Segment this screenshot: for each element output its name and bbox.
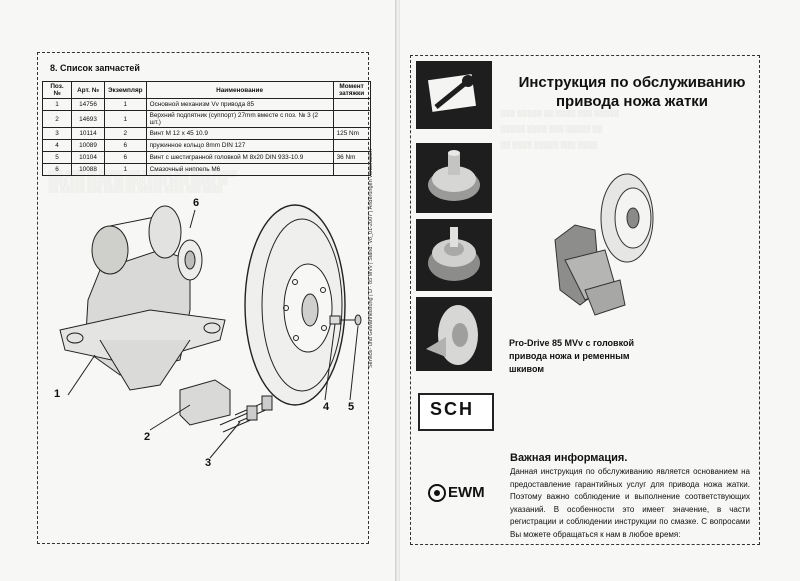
col-header-torque: Момент затяжки [332,81,371,99]
cell-qty: 6 [104,139,147,152]
drive-photo-1 [416,143,492,213]
cell-name: Основной механизм Vv привода 85 [145,98,334,111]
col-header-name: Наименование [145,81,334,99]
gearbox-image-2 [428,227,480,281]
left-page-frame [37,52,369,544]
gearbox-image-1 [428,150,480,201]
cell-qty: 1 [104,110,147,128]
cell-pos: 4 [42,139,72,152]
callout-1: 1 [54,388,61,400]
cell-name: пружинное кольцо 8mm DIN 127 [145,139,334,152]
table-row: 2 14693 1 Верхний подпятник (суппорт) 27… [42,110,371,128]
ewm-logo: EWM [428,482,498,504]
important-title: Важная информация. [510,452,628,464]
cell-name: Верхний подпятник (суппорт) 27mm вместе … [145,110,334,128]
table-row: 6 10088 1 Смазочный ниппель М6 [42,163,371,176]
cell-art: 10104 [71,151,105,164]
cell-name: Смазочный ниппель М6 [145,163,334,176]
cell-qty: 1 [104,163,147,176]
instruction-title: Инструкция по обслуживанию привода ножа … [512,73,752,111]
wrench-manual-icon [427,74,477,112]
cell-art: 10089 [71,139,105,152]
cell-qty: 1 [104,98,147,111]
ewm-logo-text: EWM [448,484,485,501]
cell-qty: 2 [104,127,147,140]
parts-list-title: 8. Список запчастей [50,63,140,73]
page-fold [395,0,401,581]
col-header-pos: Поз. № [42,81,72,99]
title-line-1: Инструкция по обслуживанию [518,74,746,91]
cell-pos: 1 [42,98,72,111]
drive-photo-3 [416,297,492,371]
bleed-through-text: ░░░ ░░░░░ ░░ ░░░░ ░░░ ░░░░░░░░░░ ░░░░ ░░… [500,110,619,149]
sch-logo: SCH [418,393,494,431]
callout-3: 3 [205,457,212,469]
table-row: 5 10104 6 Винт с шестигранной головкой М… [42,151,371,164]
parts-table-header: Поз. № Арт. № Экземпляр Наименование Мом… [42,81,371,99]
cell-torque [332,139,371,152]
exploded-drawing [59,204,362,459]
callout-2: 2 [144,431,151,443]
important-text: Данная инструкция по обслуживанию являет… [510,467,750,539]
table-row: 4 10089 6 пружинное кольцо 8mm DIN 127 [42,139,371,152]
cell-art: 14756 [71,98,105,111]
cell-pos: 3 [42,127,72,140]
cell-torque [332,110,371,128]
col-header-art: Арт. № [71,81,105,99]
cell-art: 10088 [71,163,105,176]
right-page-frame [410,55,760,545]
product-caption: Pro-Drive 85 MVv с головкой привода ножа… [509,338,634,374]
callout-5: 5 [348,401,355,413]
gearbox-image-3 [426,305,478,365]
col-header-qty: Экземпляр [104,81,147,99]
cell-torque: 36 Nm [332,151,371,164]
drive-photo-2 [416,219,492,291]
product-image [554,173,654,316]
cell-torque [332,163,371,176]
table-row: 1 14756 1 Основной механизм Vv привода 8… [42,98,371,111]
table-row: 3 10114 2 Винт М 12 х 45 10.9 125 Nm [42,127,371,140]
cell-name: Винт М 12 х 45 10.9 [145,127,334,140]
sch-logo-text: SCH [430,399,475,419]
cell-pos: 2 [42,110,72,128]
cell-art: 14693 [71,110,105,128]
left-page: ░░░ ░░░░ ░░ ░░░░░ ░░░ ░░░░░░ ░░░ ░░░░ ░░… [0,0,396,581]
title-line-2: привода ножа жатки [555,93,709,110]
callout-6: 6 [193,197,200,209]
cell-torque: 125 Nm [332,127,371,140]
cell-name: Винт с шестигранной головкой М 8х20 DIN … [145,151,334,164]
parts-table: Поз. № Арт. № Экземпляр Наименование Мом… [42,81,371,176]
cell-pos: 6 [42,163,72,176]
cell-art: 10114 [71,127,105,140]
side-note: Service- und Gewährleistung | D · 85 MVv… [368,149,374,368]
cell-torque [332,98,371,111]
callout-4: 4 [323,401,330,413]
cell-pos: 5 [42,151,72,164]
ewm-logo-icon [428,484,446,502]
cell-qty: 6 [104,151,147,164]
wrench-manual-tile [416,61,492,129]
